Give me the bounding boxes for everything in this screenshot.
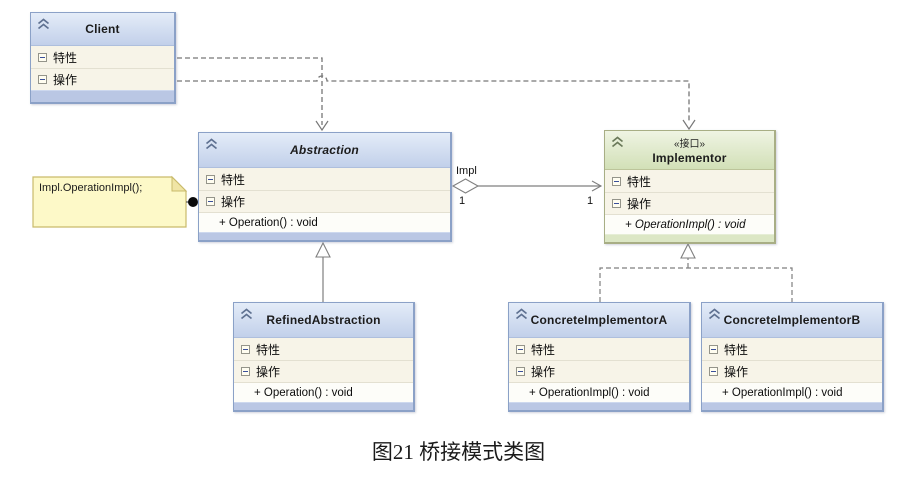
box-footer — [199, 232, 450, 240]
attributes-row[interactable]: 特性 — [31, 46, 174, 68]
method-operation-impl[interactable]: + OperationImpl() : void — [702, 382, 882, 402]
operations-label: 操作 — [724, 365, 749, 379]
class-concrete-implementor-a-header: ConcreteImplementorA — [509, 303, 689, 338]
method-operation-impl[interactable]: + OperationImpl() : void — [605, 214, 774, 234]
class-client-header: Client — [31, 13, 174, 46]
box-footer — [234, 402, 413, 410]
operations-label: 操作 — [53, 73, 78, 87]
collapse-icon[interactable] — [610, 136, 625, 149]
association-abstraction-implementor[interactable] — [451, 178, 603, 194]
note-connector[interactable] — [186, 197, 198, 207]
method-operation-impl[interactable]: + OperationImpl() : void — [509, 382, 689, 402]
box-footer — [702, 402, 882, 410]
association-role-name: Impl — [456, 165, 477, 177]
class-title: Implementor — [652, 151, 727, 165]
generalization-refined-abstraction[interactable] — [315, 241, 331, 302]
association-source-multiplicity: 1 — [459, 195, 466, 207]
attributes-label: 特性 — [724, 342, 749, 357]
stereotype-label: «接口» — [673, 139, 706, 150]
collapse-section-icon[interactable] — [241, 367, 250, 376]
note-text[interactable]: Impl.OperationImpl(); — [39, 182, 143, 194]
attributes-label: 特性 — [53, 50, 78, 65]
operations-row[interactable]: 操作 — [199, 190, 450, 212]
attributes-row[interactable]: 特性 — [509, 338, 689, 360]
class-concrete-implementor-b-header: ConcreteImplementorB — [702, 303, 882, 338]
class-title: ConcreteImplementorB — [723, 313, 861, 327]
collapse-section-icon[interactable] — [206, 197, 215, 206]
attributes-label: 特性 — [627, 174, 652, 189]
class-concrete-implementor-b[interactable]: ConcreteImplementorB 特性 操作 + OperationIm… — [701, 302, 884, 412]
method-operation[interactable]: + Operation() : void — [234, 382, 413, 402]
collapse-section-icon[interactable] — [612, 176, 621, 186]
collapse-section-icon[interactable] — [612, 199, 621, 208]
class-title: ConcreteImplementorA — [530, 313, 668, 327]
attributes-label: 特性 — [531, 342, 556, 357]
operations-row[interactable]: 操作 — [605, 192, 774, 214]
class-concrete-implementor-a[interactable]: ConcreteImplementorA 特性 操作 + OperationIm… — [508, 302, 691, 412]
interface-implementor[interactable]: «接口» Implementor 特性 操作 + OperationImpl()… — [604, 130, 776, 244]
operations-row[interactable]: 操作 — [234, 360, 413, 382]
operations-label: 操作 — [256, 365, 281, 379]
collapse-icon[interactable] — [239, 308, 254, 321]
attributes-row[interactable]: 特性 — [199, 168, 450, 190]
operations-label: 操作 — [221, 195, 246, 209]
collapse-icon[interactable] — [36, 18, 51, 31]
collapse-section-icon[interactable] — [38, 52, 47, 62]
figure-caption: 图21 桥接模式类图 — [371, 440, 546, 464]
attributes-label: 特性 — [221, 172, 246, 187]
attributes-row[interactable]: 特性 — [702, 338, 882, 360]
box-footer — [31, 90, 174, 102]
collapse-icon[interactable] — [707, 308, 722, 321]
method-operation[interactable]: + Operation() : void — [199, 212, 450, 232]
realization-concrete-implementors[interactable] — [599, 242, 793, 302]
class-title: Client — [85, 22, 120, 36]
operations-row[interactable]: 操作 — [702, 360, 882, 382]
collapse-section-icon[interactable] — [206, 174, 215, 184]
class-refined-abstraction-header: RefinedAbstraction — [234, 303, 413, 338]
attributes-label: 特性 — [256, 342, 281, 357]
operations-row[interactable]: 操作 — [509, 360, 689, 382]
operations-label: 操作 — [627, 197, 652, 211]
collapse-section-icon[interactable] — [709, 344, 718, 354]
collapse-section-icon[interactable] — [516, 344, 525, 354]
operations-label: 操作 — [531, 365, 556, 379]
dependency-client-implementor[interactable] — [177, 75, 696, 131]
interface-implementor-header: «接口» Implementor — [605, 131, 774, 170]
attributes-row[interactable]: 特性 — [605, 170, 774, 192]
collapse-section-icon[interactable] — [38, 75, 47, 84]
class-refined-abstraction[interactable]: RefinedAbstraction 特性 操作 + Operation() :… — [233, 302, 415, 412]
collapse-icon[interactable] — [514, 308, 529, 321]
operations-row[interactable]: 操作 — [31, 68, 174, 90]
association-target-multiplicity: 1 — [587, 195, 594, 207]
collapse-icon[interactable] — [204, 138, 219, 151]
box-footer — [605, 234, 774, 242]
class-abstraction-header: Abstraction — [199, 133, 450, 168]
class-client[interactable]: Client 特性 操作 — [30, 12, 176, 104]
box-footer — [509, 402, 689, 410]
dependency-client-abstraction[interactable] — [177, 57, 329, 132]
class-abstraction[interactable]: Abstraction 特性 操作 + Operation() : void — [198, 132, 452, 242]
class-title: Abstraction — [290, 143, 359, 157]
collapse-section-icon[interactable] — [241, 344, 250, 354]
class-title: RefinedAbstraction — [266, 313, 381, 327]
attributes-row[interactable]: 特性 — [234, 338, 413, 360]
collapse-section-icon[interactable] — [516, 367, 525, 376]
collapse-section-icon[interactable] — [709, 367, 718, 376]
